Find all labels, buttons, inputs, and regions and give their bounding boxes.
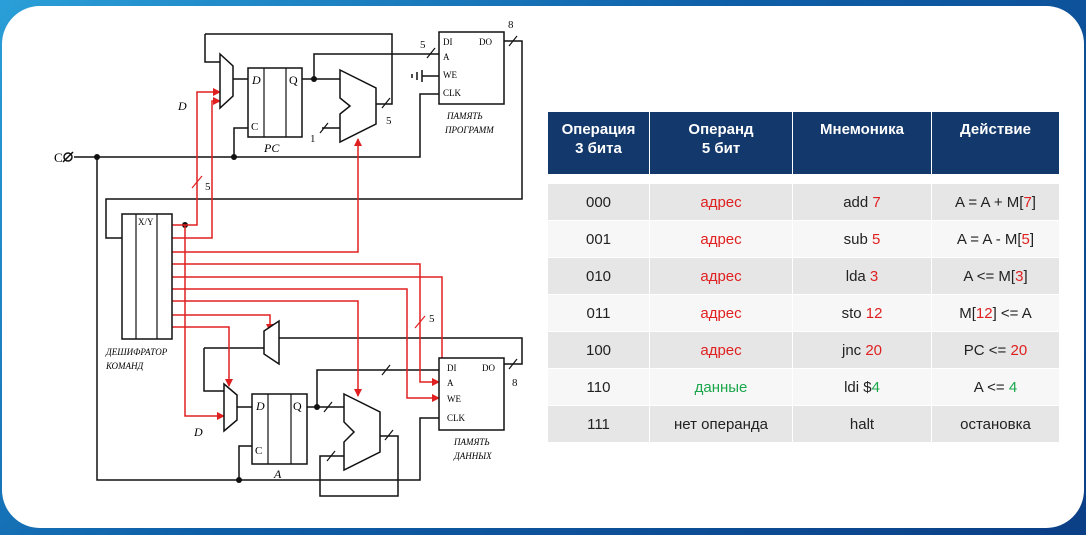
bus-width-5: 5 (429, 313, 435, 325)
program-memory: DI DO A WE CLK (438, 31, 505, 105)
bus-width-8: 8 (508, 19, 514, 31)
cell-action: A <= M[3] (931, 257, 1059, 295)
svg-text:C: C (255, 445, 262, 457)
slide-card: C 5 8 5 5 5 8 1 (2, 6, 1084, 528)
cell-operand: адрес (649, 174, 793, 221)
cell-opcode: 000 (548, 174, 650, 221)
pc-label: PC (263, 141, 280, 155)
svg-text:DI: DI (443, 37, 453, 47)
cell-action: A = A - M[5] (931, 220, 1059, 258)
data-memory: DI DO A WE CLK (438, 357, 505, 431)
program-memory-label: ПАМЯТЬ (446, 111, 483, 121)
d-input-label-bottom: D (193, 425, 203, 439)
acc-mux (223, 382, 238, 433)
cell-opcode: 111 (548, 405, 650, 442)
svg-text:Q: Q (289, 73, 298, 87)
data-memory-label: ДАННЫХ (453, 451, 492, 461)
svg-text:WE: WE (447, 394, 461, 404)
cell-opcode: 011 (548, 294, 650, 332)
decoder-label: ДЕШИФРАТОР (105, 347, 168, 357)
cell-mnemonic: jnc 20 (792, 331, 932, 369)
bus-width-5: 5 (386, 115, 392, 127)
cell-action: A = A + M[7] (931, 174, 1059, 221)
cell-opcode: 110 (548, 368, 650, 406)
cell-mnemonic: sto 12 (792, 294, 932, 332)
cell-opcode: 010 (548, 257, 650, 295)
pc-register: D Q C (247, 67, 303, 138)
svg-text:C: C (251, 121, 258, 133)
svg-text:DO: DO (482, 363, 495, 373)
svg-text:A: A (443, 52, 450, 62)
svg-text:D: D (251, 73, 261, 87)
svg-text:DO: DO (479, 37, 492, 47)
cell-operand: адрес (649, 331, 793, 369)
cell-operand: данные (649, 368, 793, 406)
svg-text:CLK: CLK (447, 413, 466, 423)
svg-text:WE: WE (443, 70, 457, 80)
cell-mnemonic: halt (792, 405, 932, 442)
svg-text:Q: Q (293, 399, 302, 413)
pc-adder (339, 68, 377, 144)
cell-action: остановка (931, 405, 1059, 442)
data-memory-label: ПАМЯТЬ (453, 437, 490, 447)
svg-text:A: A (447, 378, 454, 388)
data-mux (263, 319, 280, 366)
bus-width-5: 5 (205, 181, 211, 193)
cell-action: PC <= 20 (931, 331, 1059, 369)
cpu-schematic: C 5 8 5 5 5 8 1 (54, 19, 523, 497)
cell-operand: адрес (649, 257, 793, 295)
decoder-label: КОМАНД (105, 361, 145, 371)
clock-label: C (54, 150, 63, 165)
program-memory-label: ПРОГРАММ (444, 125, 494, 135)
constant-one-label: 1 (310, 133, 316, 145)
cell-opcode: 100 (548, 331, 650, 369)
svg-text:D: D (255, 399, 265, 413)
red-wires (172, 88, 443, 420)
header-action: Действие (931, 112, 1059, 179)
cell-mnemonic: add 7 (792, 174, 932, 221)
alu (343, 392, 381, 472)
svg-text:CLK: CLK (443, 88, 462, 98)
svg-text:X/Y: X/Y (138, 217, 154, 227)
accumulator-register: D Q C (251, 393, 308, 465)
black-wires (74, 33, 523, 497)
cell-mnemonic: lda 3 (792, 257, 932, 295)
cell-action: M[12] <= A (931, 294, 1059, 332)
pc-mux (219, 52, 234, 110)
bus-width-5: 5 (420, 39, 426, 51)
bus-width-8: 8 (512, 377, 518, 389)
cell-opcode: 001 (548, 220, 650, 258)
d-input-label-top: D (177, 99, 187, 113)
cell-operand: адрес (649, 220, 793, 258)
header-mnemonic: Мнемоника (792, 112, 932, 179)
instruction-decoder: X/Y (121, 213, 173, 340)
svg-text:DI: DI (447, 363, 457, 373)
accumulator-label: A (273, 467, 282, 481)
cell-mnemonic: ldi $4 (792, 368, 932, 406)
cell-operand: нет операнда (649, 405, 793, 442)
cell-operand: адрес (649, 294, 793, 332)
cell-mnemonic: sub 5 (792, 220, 932, 258)
cell-action: A <= 4 (931, 368, 1059, 406)
